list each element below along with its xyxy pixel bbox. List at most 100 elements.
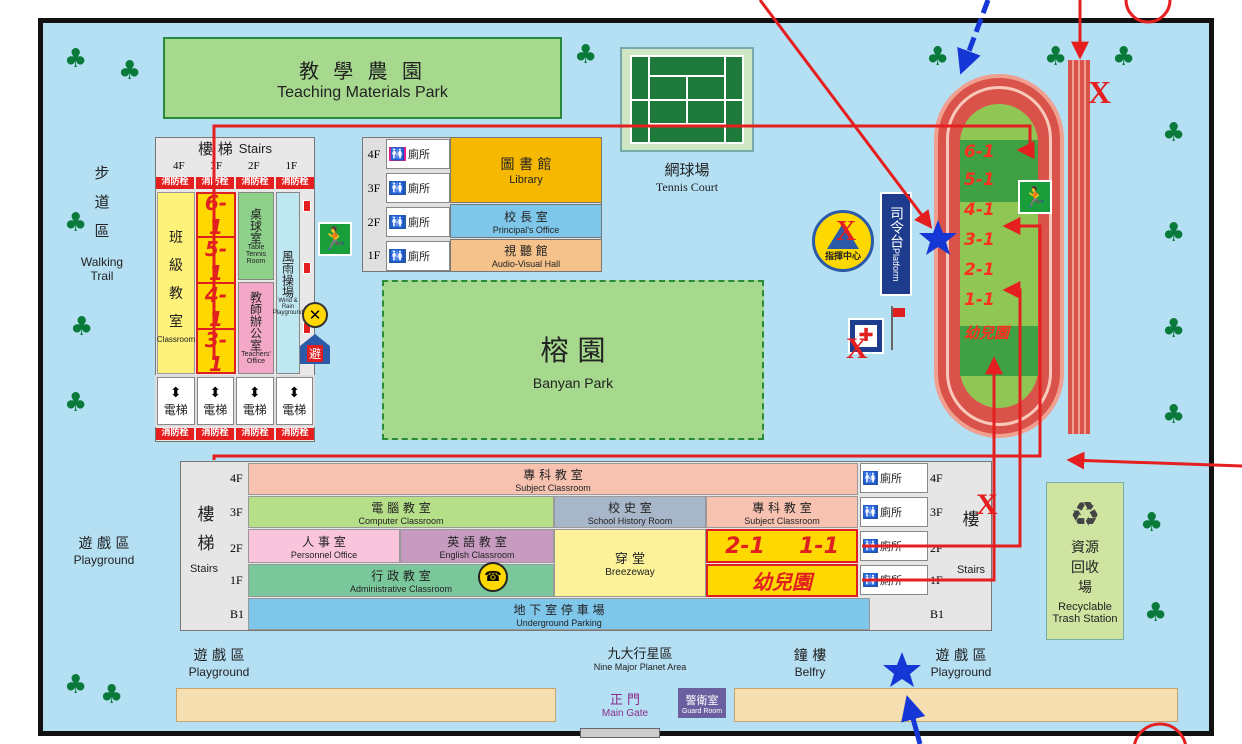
south-rfloor-b1: B1 (930, 607, 945, 621)
playground-en: Playground (188, 665, 250, 679)
av-en: Audio-Visual Hall (491, 259, 561, 269)
command-center-sign: 指揮中心 (812, 210, 874, 272)
tennis-court-surface (630, 55, 744, 144)
subject-en: Subject Classroom (515, 482, 591, 493)
star-icon-group (883, 220, 957, 687)
toilet-icon: 🚻 (863, 505, 878, 519)
south-floor-1f: 1F (230, 573, 243, 587)
wind-rain-playground: 風雨操場 Wind & Rain Playground (272, 192, 304, 374)
principal-en: Principal's Office (492, 224, 560, 235)
west-stairs-en: Stairs (238, 140, 272, 156)
elevator-icon: ⬍電梯 (275, 377, 313, 425)
tennis-court (620, 47, 754, 152)
class-1-1: 1-1 (799, 533, 839, 559)
track-label-kindergarten: 幼兒園 (964, 324, 1010, 342)
toilet-row: 🚻 廁所 (386, 207, 450, 237)
nine-planet-zh: 九大行星區 (607, 646, 673, 662)
north-toilets: 🚻 廁所 🚻 廁所 🚻 廁所 🚻 廁所 (386, 137, 450, 272)
platform-en: Platform (891, 248, 901, 282)
subject-zh: 專 科 教 室 (523, 467, 583, 482)
platform: 司令台 Platform (880, 192, 912, 296)
toilet-zh: 廁所 (407, 216, 430, 229)
playground-en: Playground (930, 665, 992, 679)
elevator-icon: ⬍電梯 (196, 377, 234, 425)
track-label-5-1: 5-1 (964, 170, 995, 190)
recycle-en1: Recyclable (1058, 601, 1112, 613)
elevator-zh: 電梯 (242, 402, 267, 417)
av-zh: 視 聽 館 (504, 244, 548, 258)
playground-south-east: 遊 戲 區 Playground (916, 642, 1006, 682)
south-rfloor-3f: 3F (930, 505, 943, 519)
track-labels: 6-1 5-1 4-1 3-1 2-1 1-1 幼兒園 (964, 142, 1034, 352)
hydrant-label: 消防栓 (156, 428, 194, 440)
table-tennis-en: Table Tennis Room (245, 243, 267, 265)
playground-west: 遊 戲 區 Playground (62, 530, 146, 570)
class-2-1: 2-1 (725, 533, 765, 559)
tree-icon: ♣ (1162, 218, 1186, 248)
toilet-icon: 🚻 (389, 249, 406, 263)
extinguisher-icon (303, 262, 311, 274)
toilet-icon: 🚻 (863, 471, 878, 485)
english-classroom: 英 語 教 室 English Classroom (400, 529, 554, 563)
guard-room-zh: 警衛室 (685, 693, 719, 707)
toilet-icon: 🚻 (389, 181, 406, 195)
hydrant-label: 消防栓 (236, 177, 274, 189)
playground-south-west: 遊 戲 區 Playground (174, 642, 264, 682)
tree-icon: ♣ (100, 680, 124, 710)
toilet-zh: 廁所 (879, 472, 902, 485)
class-zh-3: 室 (169, 313, 183, 330)
blue-arrow-top (957, 0, 991, 75)
library: 圖 書 館 Library (450, 137, 602, 203)
track-straightaway (1068, 60, 1090, 434)
south-floor-2f: 2F (230, 541, 243, 555)
west-hydrant-row-bottom: 消防栓 消防栓 消防栓 消防栓 (155, 428, 315, 440)
tree-icon: ♣ (70, 312, 94, 342)
history-zh: 校 史 室 (608, 500, 652, 515)
recycle-station: ♻ 資源回收場 Recyclable Trash Station (1046, 482, 1124, 640)
class-zh-1: 級 (169, 257, 183, 274)
west-floor-1f: 1F (285, 160, 298, 172)
north-floor-4f: 4F (367, 146, 381, 161)
tree-icon: ♣ (1140, 508, 1164, 538)
route-kindergarten-2f (862, 281, 1022, 548)
south-floor-b1: B1 (230, 607, 245, 621)
elevator-icon: ⬍電梯 (236, 377, 274, 425)
west-classroom-column: 班 級 教 室 Classroom (157, 192, 195, 374)
track-label-6-1: 6-1 (964, 142, 995, 162)
tree-icon: ♣ (64, 670, 88, 700)
tennis-court-label: 網球場 Tennis Court (630, 158, 744, 196)
phone-icon: ☎ (478, 562, 508, 592)
subject2-zh: 專 科 教 室 (752, 500, 812, 515)
north-floor-3f: 3F (367, 180, 381, 195)
kindergarten-label: 幼兒園 (752, 570, 812, 594)
class-3-1: 3-1 (204, 328, 228, 376)
tree-icon: ♣ (1112, 42, 1136, 72)
route-east-entrance (1066, 451, 1242, 470)
toilet-row: 🚻 廁所 (386, 173, 450, 203)
admin-en: Administrative Classroom (349, 584, 453, 594)
tree-icon: ♣ (1162, 400, 1186, 430)
gate-rail (580, 728, 660, 738)
history-en: School History Room (587, 515, 673, 526)
west-floor-4f: 4F (172, 160, 185, 172)
running-man-icon: 🏃 (1018, 180, 1052, 214)
tree-icon: ♣ (1144, 598, 1168, 628)
blue-arrows (901, 0, 991, 744)
south-left-stairs: 樓梯 Stairs (180, 490, 228, 590)
wind-rain-en: Wind & Rain Playground (272, 298, 304, 316)
track-lanes (946, 86, 1052, 426)
toilet-zh: 廁所 (407, 250, 430, 263)
belfry-en: Belfry (794, 665, 826, 679)
playground-zh: 遊 戲 區 (78, 536, 130, 552)
belfry: 鐘 樓 Belfry (780, 644, 840, 680)
breezeway-en: Breezeway (605, 567, 655, 578)
track-label-2-1: 2-1 (964, 260, 995, 280)
x-marker: X (1088, 74, 1112, 110)
subject-classroom-3f: 專 科 教 室 Subject Classroom (706, 496, 858, 528)
south-left-floors: 4F 3F 2F 1F B1 (228, 461, 248, 631)
walking-trail-zh-0: 步 (94, 163, 110, 182)
elevator-zh: 電梯 (163, 402, 188, 417)
parking-en: Underground Parking (516, 617, 602, 628)
tree-icon: ♣ (574, 40, 598, 70)
